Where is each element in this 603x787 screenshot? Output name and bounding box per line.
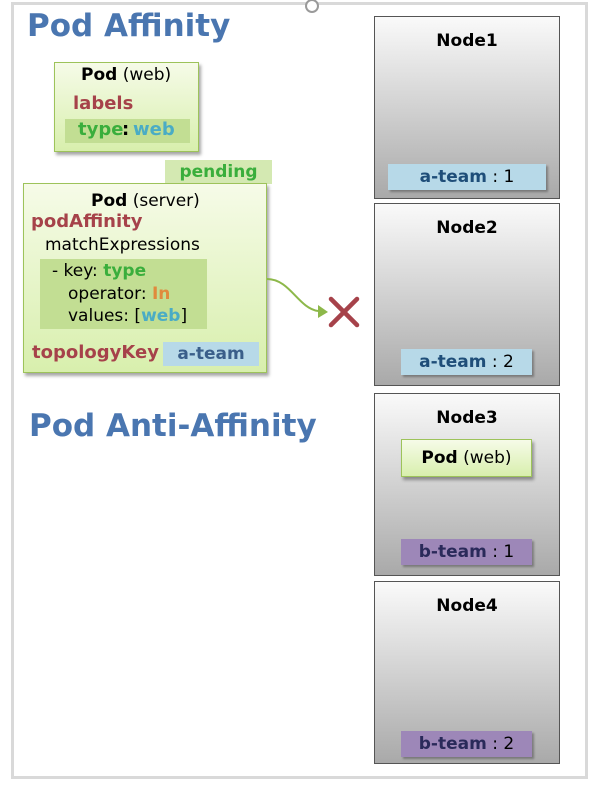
- cross-mark-icon: [328, 296, 360, 328]
- pod-web-box: Pod (web) labels type:web: [54, 62, 199, 152]
- topology-key: topologyKey: [32, 342, 159, 363]
- pod-server-title: Pod (server): [91, 191, 200, 211]
- node-3: Node3 Pod (web) b-team : 1: [374, 393, 560, 576]
- pending-badge: pending: [165, 160, 272, 184]
- node-name: Node1: [436, 31, 498, 51]
- node-4: Node4 b-team : 2: [374, 581, 560, 764]
- pod-affinity-key: podAffinity: [31, 211, 143, 232]
- curved-arrow-icon: [266, 278, 328, 318]
- expr-operator-line: operator: In: [68, 284, 171, 304]
- node-name: Node2: [436, 218, 498, 238]
- node-1: Node1 a-team : 1: [374, 16, 560, 199]
- match-expressions-key: matchExpressions: [45, 235, 200, 255]
- node-name: Node3: [436, 408, 498, 428]
- heading-pod-affinity: Pod Affinity: [27, 8, 231, 44]
- pod-web-title: Pod (web): [81, 65, 172, 85]
- topology-value: a-team: [163, 342, 259, 366]
- heading-pod-anti-affinity: Pod Anti-Affinity: [29, 408, 317, 444]
- labels-key: labels: [73, 93, 134, 114]
- top-handle[interactable]: [305, 0, 319, 13]
- node-3-pod-web: Pod (web): [401, 439, 532, 477]
- node-name: Node4: [436, 596, 498, 616]
- node-tag-b-team: b-team : 2: [401, 731, 532, 757]
- node-tag-a-team: a-team : 1: [388, 164, 546, 190]
- expr-key-line: - key: type: [52, 261, 147, 281]
- node-tag-a-team: a-team : 2: [401, 349, 532, 375]
- match-expression-block: - key: type operator: In values: [web]: [40, 259, 207, 329]
- node-tag-b-team: b-team : 1: [401, 539, 532, 565]
- pod-server-box: Pod (server) podAffinity matchExpression…: [23, 183, 267, 373]
- label-type-web: type:web: [65, 119, 190, 143]
- node-2: Node2 a-team : 2: [374, 203, 560, 386]
- expr-values-line: values: [web]: [68, 306, 188, 326]
